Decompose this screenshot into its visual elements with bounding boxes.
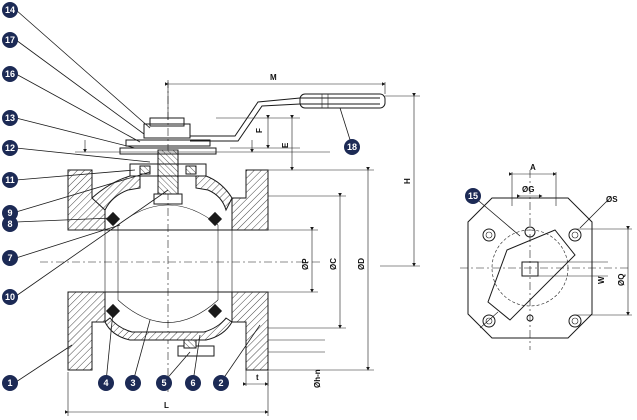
balloon-1: 1 xyxy=(2,375,18,391)
balloon-5: 5 xyxy=(156,375,172,391)
svg-text:14: 14 xyxy=(5,5,15,15)
balloon-18: 18 xyxy=(344,139,360,155)
dim-c-label: ØC xyxy=(329,258,338,270)
svg-text:10: 10 xyxy=(5,292,15,302)
svg-text:3: 3 xyxy=(130,378,135,388)
svg-text:7: 7 xyxy=(7,253,12,263)
dim-s-label: ØS xyxy=(606,195,618,204)
dim-h-label: H xyxy=(403,178,412,184)
dim-q-label: ØQ xyxy=(617,274,626,286)
balloon-2: 2 xyxy=(213,375,229,391)
section-view: M F E H ØP ØC ØD Øh-n t xyxy=(40,73,420,416)
balloon-17: 17 xyxy=(2,32,18,48)
dim-hn-label: Øh-n xyxy=(313,369,322,388)
svg-text:6: 6 xyxy=(190,378,195,388)
balloon-4: 4 xyxy=(98,375,114,391)
svg-text:2: 2 xyxy=(218,378,223,388)
svg-text:4: 4 xyxy=(103,378,108,388)
dim-g-label: ØG xyxy=(522,185,534,194)
svg-text:16: 16 xyxy=(5,69,15,79)
svg-text:12: 12 xyxy=(5,143,15,153)
balloon-16: 16 xyxy=(2,66,18,82)
balloon-9: 9 xyxy=(2,205,18,221)
svg-text:13: 13 xyxy=(5,113,15,123)
dim-w-label: W xyxy=(597,276,606,284)
top-view: A ØG ØS W ØQ xyxy=(460,163,632,350)
dim-f-label: F xyxy=(255,128,264,133)
svg-text:15: 15 xyxy=(468,191,478,201)
balloon-13: 13 xyxy=(2,110,18,126)
dim-d-label: ØD xyxy=(357,258,366,270)
dim-l-label: L xyxy=(164,401,169,410)
svg-text:1: 1 xyxy=(7,378,12,388)
svg-text:18: 18 xyxy=(347,142,357,152)
balloon-10: 10 xyxy=(2,289,18,305)
balloon-11: 11 xyxy=(2,172,18,188)
balloon-15: 15 xyxy=(465,188,481,204)
svg-text:9: 9 xyxy=(7,208,12,218)
svg-text:11: 11 xyxy=(5,175,15,185)
balloon-12: 12 xyxy=(2,140,18,156)
dim-p-label: ØP xyxy=(301,258,310,270)
svg-text:8: 8 xyxy=(7,219,12,229)
balloon-3: 3 xyxy=(125,375,141,391)
balloon-6: 6 xyxy=(185,375,201,391)
dim-t-label: t xyxy=(256,373,259,382)
svg-text:17: 17 xyxy=(5,35,15,45)
svg-text:5: 5 xyxy=(161,378,166,388)
balloon-8: 8 xyxy=(2,216,18,232)
dim-m-label: M xyxy=(270,73,277,82)
dim-a-label: A xyxy=(530,163,536,172)
dim-e-label: E xyxy=(281,142,290,148)
balloon-7: 7 xyxy=(2,250,18,266)
balloon-14: 14 xyxy=(2,2,18,18)
